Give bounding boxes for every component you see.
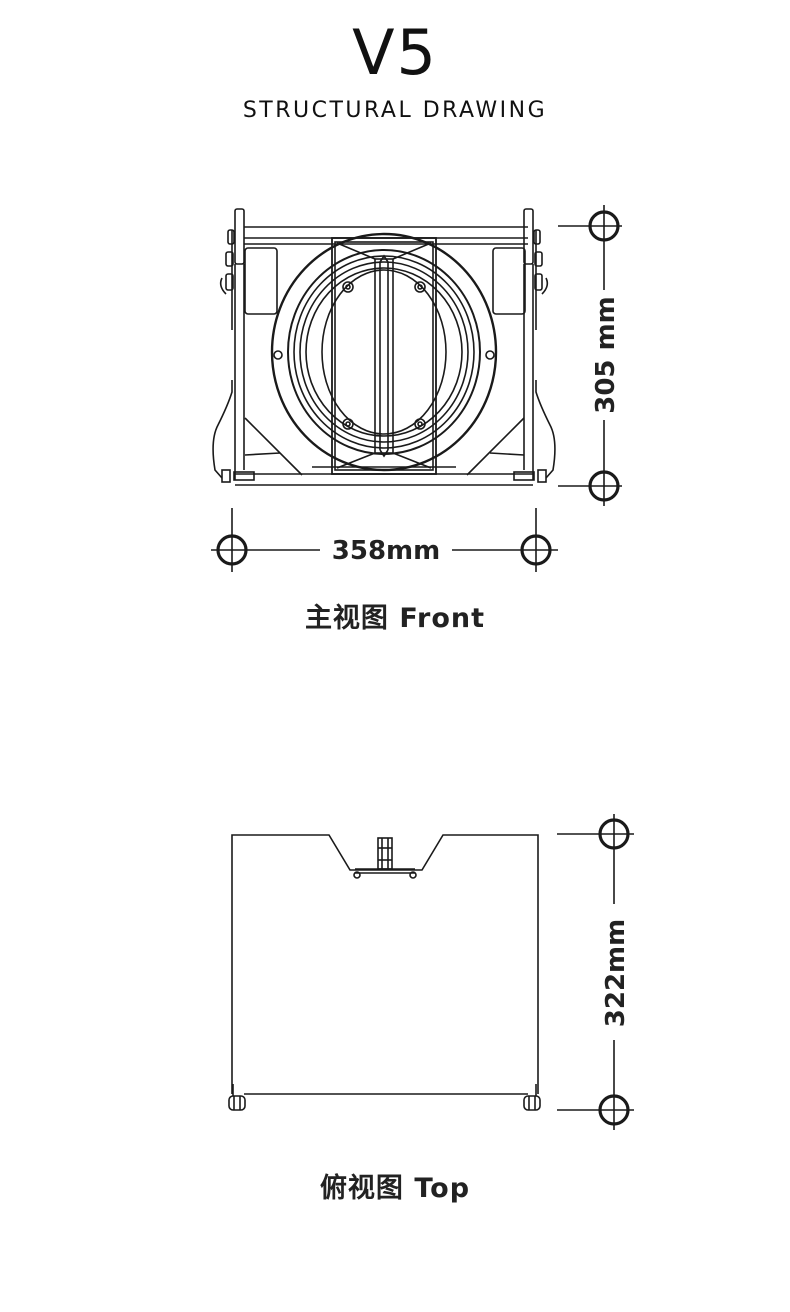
front-view-caption: 主视图 Front bbox=[304, 603, 486, 634]
crosshair-icon bbox=[598, 818, 630, 850]
front-height-dimension bbox=[558, 205, 622, 506]
crosshair-icon bbox=[520, 534, 552, 566]
top-depth-dimension bbox=[557, 814, 634, 1130]
crosshair-icon bbox=[216, 534, 248, 566]
crosshair-icon bbox=[598, 1094, 630, 1126]
crosshair-icon bbox=[588, 210, 620, 242]
front-width-label: 358mm bbox=[332, 536, 440, 566]
front-width-dimension bbox=[211, 508, 558, 572]
top-view-drawing bbox=[228, 834, 541, 1111]
top-depth-label: 322mm bbox=[601, 919, 631, 1027]
model-title: V5 bbox=[352, 16, 438, 89]
top-view-caption: 俯视图 Top bbox=[319, 1173, 471, 1204]
crosshair-icon bbox=[588, 470, 620, 502]
front-height-label: 305 mm bbox=[591, 296, 621, 414]
drawing-subtitle: STRUCTURAL DRAWING bbox=[242, 98, 548, 123]
